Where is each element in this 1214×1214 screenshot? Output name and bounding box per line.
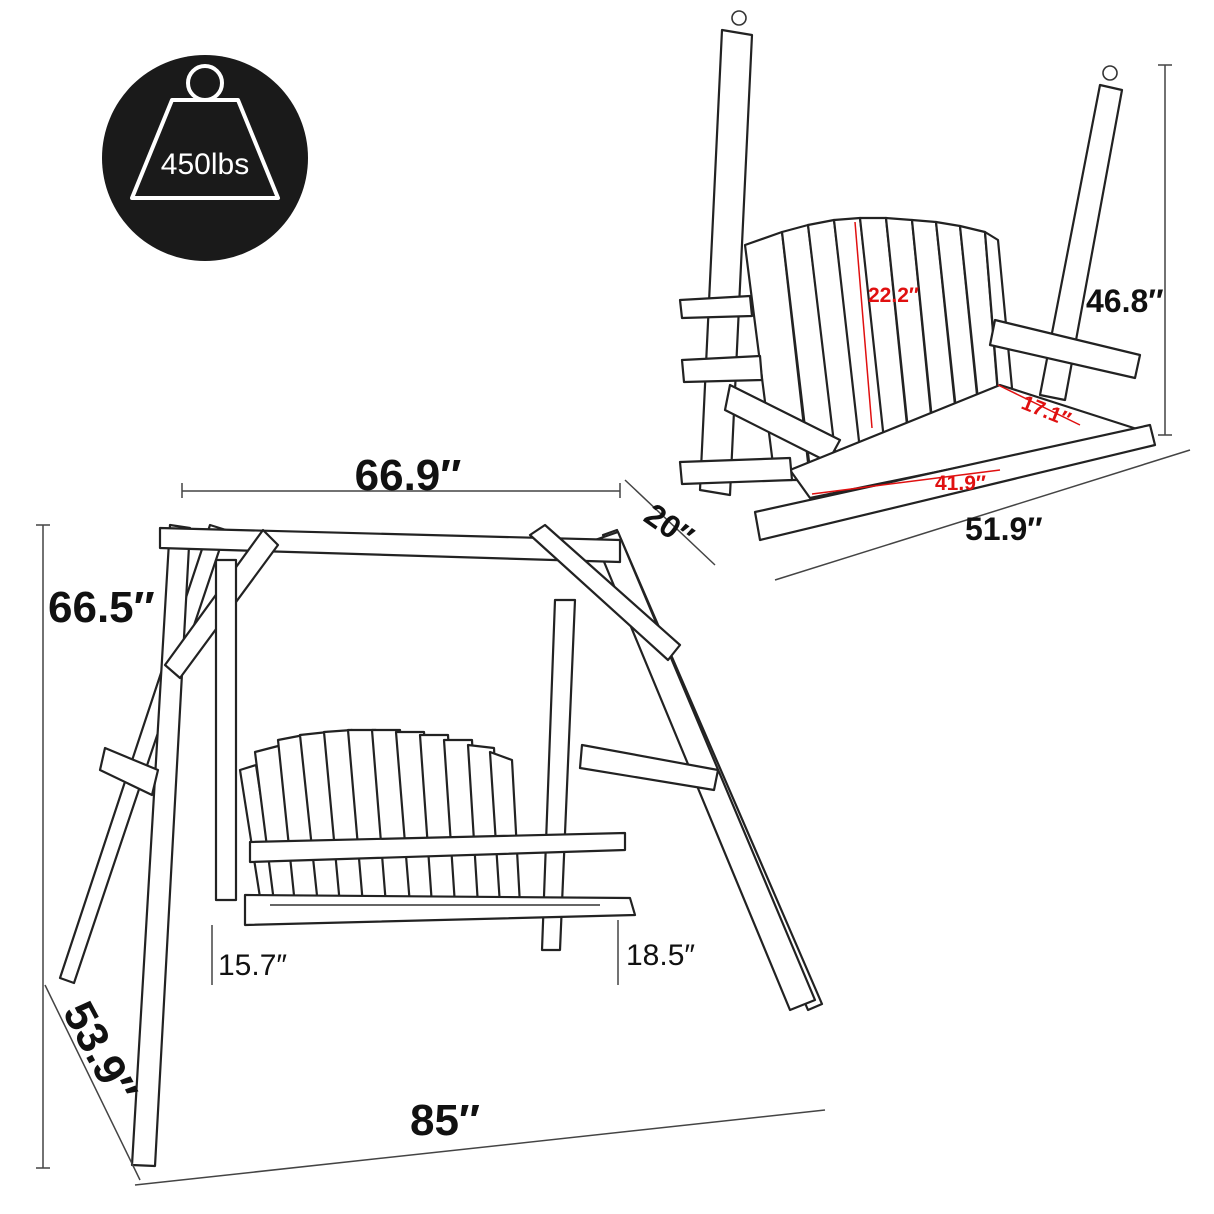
right-crossbar <box>578 743 720 792</box>
seat-height-right-label: 18.5″ <box>626 939 695 972</box>
right-brace <box>528 523 682 662</box>
back-height-label: 22.2″ <box>868 284 919 307</box>
badge-circle <box>102 55 308 261</box>
mid-log-end <box>680 354 764 384</box>
depth-label: 53.9″ <box>53 994 146 1111</box>
top-beam <box>158 526 622 564</box>
detail-backrest <box>743 216 1014 482</box>
left-hanging-post <box>698 28 754 497</box>
detail-depth-label: 20″ <box>638 496 700 555</box>
backrest-slats <box>238 728 522 912</box>
swing-height-label: 46.8″ <box>1086 283 1164 319</box>
a-frame-swing-drawing <box>58 523 824 1168</box>
weight-capacity-badge: 450lbs <box>102 55 308 261</box>
detail-front-log <box>753 423 1157 542</box>
seat-width-label: 41.9″ <box>935 472 986 495</box>
base-width-label: 85″ <box>410 1096 480 1145</box>
chain-post <box>540 598 577 952</box>
seat-height-left-label: 15.7″ <box>218 949 287 982</box>
detail-width-label: 51.9″ <box>965 511 1043 547</box>
seat <box>243 893 637 927</box>
height-label: 66.5″ <box>48 583 155 632</box>
left-front-leg <box>130 523 192 1168</box>
detail-right-armrest <box>988 318 1142 380</box>
upper-log-end <box>678 294 754 320</box>
top-width-label: 66.9″ <box>355 451 462 500</box>
weight-icon <box>130 64 280 200</box>
swing-detail-drawing <box>678 10 1157 542</box>
armrest <box>248 831 627 864</box>
inner-left-post <box>214 558 238 902</box>
weight-capacity-label: 450lbs <box>161 148 249 181</box>
lower-log-end <box>678 456 794 486</box>
right-hanging-post <box>1038 83 1124 402</box>
left-crossbar <box>98 746 160 797</box>
